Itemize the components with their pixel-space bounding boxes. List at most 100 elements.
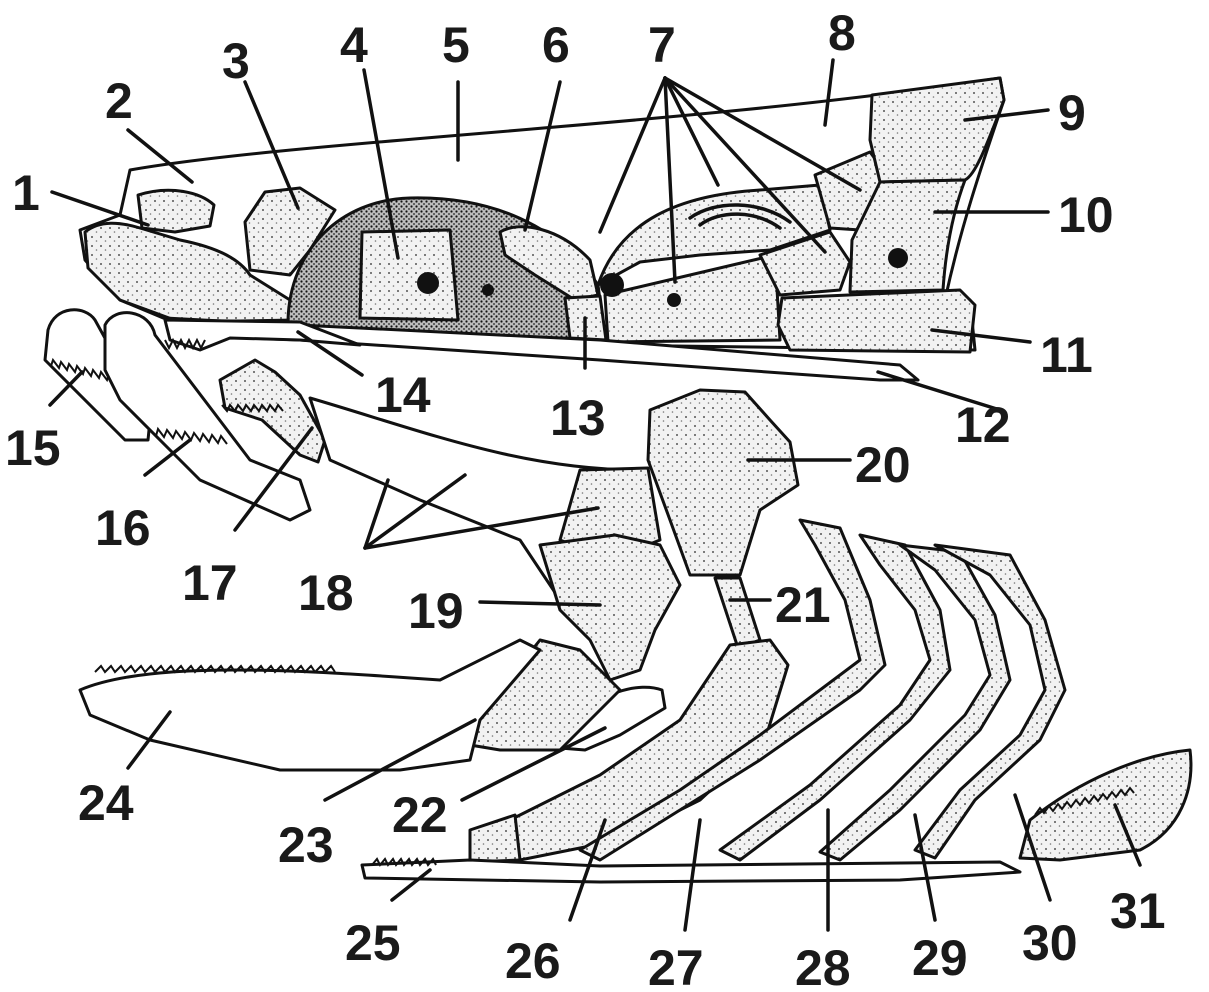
label-24: 24 [78,775,134,831]
label-8: 8 [828,5,856,61]
label-14: 14 [375,367,431,423]
teeth-25 [371,857,437,867]
leader-26 [568,818,607,922]
teeth-31 [1034,786,1135,816]
foramen-small [482,284,494,296]
arch-27 [578,518,887,862]
teeth-15 [44,357,118,385]
label-31: 31 [1110,883,1166,939]
label-5: 5 [442,17,470,73]
label-26: 26 [505,933,561,989]
leader-15 [48,370,84,407]
leader-8 [823,58,835,127]
bone-16 [103,311,312,522]
label-29: 29 [912,930,968,986]
teeth-17 [221,403,284,413]
bone-7b [603,253,782,344]
leader-25 [390,868,432,902]
label-1: 1 [12,165,40,221]
label-18: 18 [298,565,354,621]
leader-4 [362,68,400,260]
leader-31 [1113,803,1142,867]
label-21: 21 [775,577,831,633]
bone-21 [713,576,762,650]
canal [688,203,792,224]
label-12: 12 [955,397,1011,453]
label-13: 13 [550,390,606,446]
bone-hypohyal [468,813,522,864]
bone-2 [136,188,216,234]
labels: 1 2 3 4 5 6 7 8 9 10 11 12 13 14 15 16 1… [5,5,1166,992]
foramen-4 [417,272,439,294]
label-27: 27 [648,940,704,992]
label-11: 11 [1040,327,1093,383]
label-4: 4 [340,17,368,73]
leader-6 [523,80,562,232]
leader-24 [126,710,172,770]
bone-7c [758,230,852,297]
leader-17 [233,426,314,532]
leader-7d [663,76,827,254]
leader-16 [143,438,192,477]
foramen-10 [888,248,908,268]
bone-31 [1018,748,1193,862]
label-3: 3 [222,33,250,89]
leader-14 [296,330,364,377]
bone-3 [243,186,337,277]
teeth-16 [149,426,228,445]
foramen-7b [667,293,681,307]
bone-4 [358,228,460,322]
leader-11 [930,328,1032,344]
label-25: 25 [345,915,401,971]
leader-7c [663,76,720,187]
label-9: 9 [1058,85,1086,141]
leader-3 [243,80,300,210]
bone-19 [538,533,682,682]
label-17: 17 [182,555,238,611]
foramen-7 [600,273,624,297]
label-20: 20 [855,437,911,493]
cranium [78,76,1006,382]
label-6: 6 [542,17,570,73]
bone-20 [646,388,800,577]
leader-29 [913,813,937,922]
bone-14 [163,318,362,352]
bone-24 [78,638,542,772]
gill-arches [578,518,1193,862]
label-10: 10 [1058,187,1114,243]
leader-22 [460,726,607,802]
label-19: 19 [408,583,464,639]
teeth-24 [94,664,336,674]
leader-7b [663,76,677,284]
hyoid-arch [78,388,1022,884]
label-30: 30 [1022,915,1078,971]
leader-18b [363,473,467,550]
leader-30 [1013,793,1052,902]
bone-25 [360,858,1022,884]
label-28: 28 [795,940,851,992]
leader-19 [478,600,602,607]
arch-28 [718,533,952,862]
leader-7a [598,76,667,234]
leader-9 [963,108,1050,122]
leader-1 [50,190,150,227]
label-15: 15 [5,420,61,476]
leader-18c [363,506,600,550]
leader-7e [663,76,862,192]
label-22: 22 [392,787,448,843]
label-2: 2 [105,73,133,129]
bone-11 [776,288,977,354]
leader-12 [876,370,1002,412]
label-7: 7 [648,17,676,73]
arch-30 [913,543,1067,860]
label-16: 16 [95,500,151,556]
leader-27 [683,818,702,932]
leader-lines [48,58,1142,932]
bone-9 [868,76,1006,184]
leader-18a [363,478,390,550]
arch-29 [818,543,1012,862]
bone-17 [218,358,327,464]
leader-2 [126,128,194,184]
label-23: 23 [278,817,334,873]
